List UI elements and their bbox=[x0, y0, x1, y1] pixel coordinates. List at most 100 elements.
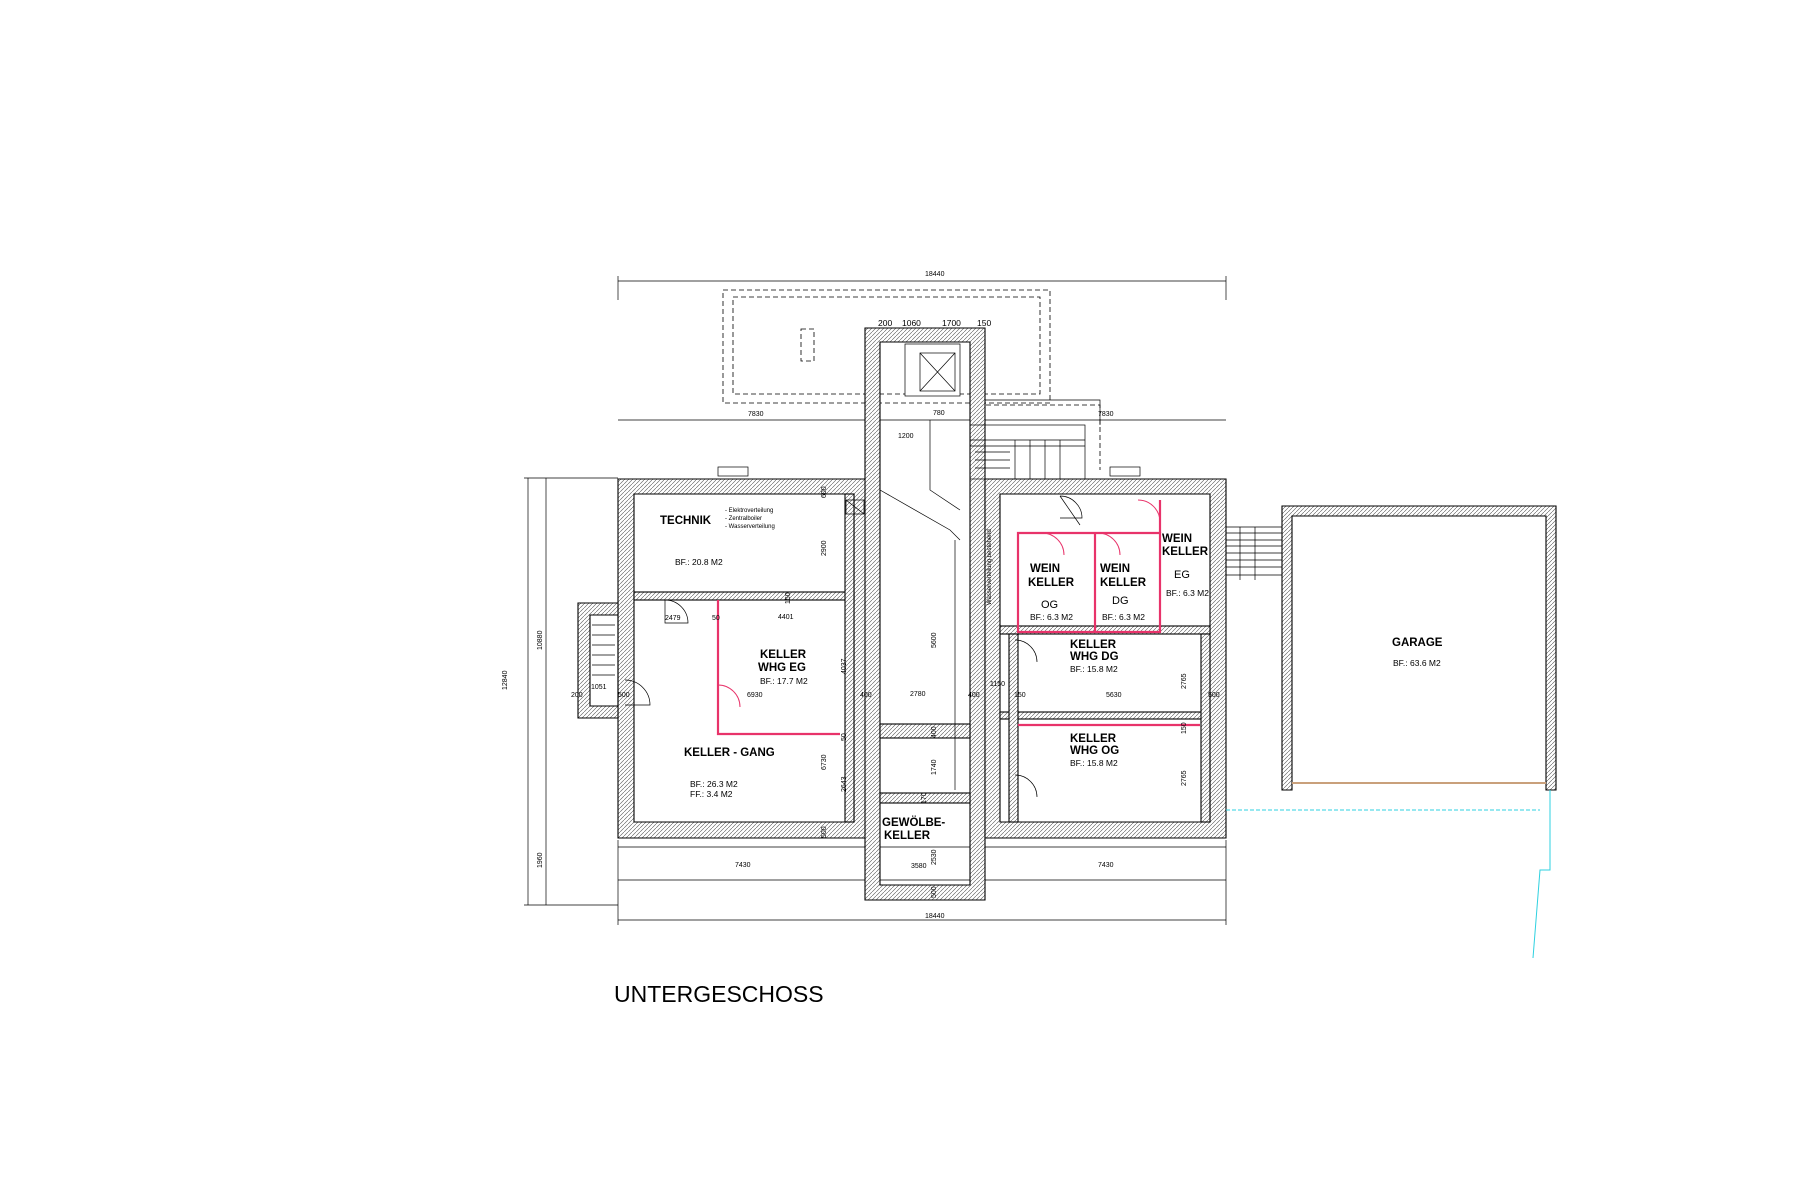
room-weinkeller-eg: WEIN KELLER EG BF.: 6.3 M2 bbox=[1162, 533, 1209, 598]
door-swings bbox=[664, 466, 1141, 798]
room-name: KELLER bbox=[1100, 577, 1147, 589]
dim-label: 500 bbox=[931, 886, 938, 898]
room-name: WHG OG bbox=[1070, 745, 1119, 757]
dimension-lines bbox=[524, 276, 1227, 925]
room-name: WEIN bbox=[1030, 563, 1060, 575]
dim-label: 1740 bbox=[931, 759, 938, 775]
room-name: WEIN bbox=[1162, 533, 1192, 545]
dim-label: 1960 bbox=[537, 852, 544, 868]
dim-label: 1150 bbox=[990, 681, 1005, 688]
dim-label: 4401 bbox=[778, 614, 794, 621]
room-weinkeller-og: WEIN KELLER OG BF.: 6.3 M2 bbox=[1028, 563, 1075, 622]
note-line: - Elektroverteilung bbox=[725, 508, 773, 514]
water-note: Wasserverteilung bestehend bbox=[987, 529, 993, 605]
plan-title: UNTERGESCHOSS bbox=[614, 981, 824, 1007]
room-level: OG bbox=[1041, 599, 1058, 611]
room-name: TECHNIK bbox=[660, 515, 712, 527]
room-area: BF.: 26.3 M2 bbox=[690, 779, 738, 789]
dim-label: 2643 bbox=[841, 776, 848, 792]
dim-label: 7430 bbox=[735, 862, 751, 869]
dim-label: 3580 bbox=[911, 863, 927, 870]
dim-label: 780 bbox=[933, 410, 945, 417]
dim-label: 6930 bbox=[747, 692, 763, 699]
dim-label: 150 bbox=[1014, 692, 1026, 699]
room-area: BF.: 6.3 M2 bbox=[1102, 612, 1145, 622]
room-level: DG bbox=[1112, 595, 1129, 607]
dim-label: 7830 bbox=[1098, 411, 1114, 418]
dim-label: 10880 bbox=[537, 630, 544, 650]
stairs-upper bbox=[969, 399, 1101, 480]
room-technik: TECHNIK - Elektroverteilung - Zentralboi… bbox=[660, 508, 775, 567]
room-area: BF.: 15.8 M2 bbox=[1070, 664, 1118, 674]
dim-label: 500 bbox=[821, 826, 828, 838]
dim-label: 2780 bbox=[910, 691, 926, 698]
dim-label: 150 bbox=[977, 318, 991, 328]
room-name: WHG EG bbox=[758, 662, 806, 674]
walls-right-block bbox=[984, 478, 1227, 839]
room-gewoelbekeller: GEWÖLBE- KELLER bbox=[882, 816, 945, 842]
room-area: BF.: 6.3 M2 bbox=[1030, 612, 1073, 622]
dim-label: 2479 bbox=[665, 615, 681, 622]
dim-label: 200 bbox=[571, 692, 583, 699]
dim-label: 1051 bbox=[591, 684, 607, 691]
room-name: KELLER bbox=[884, 830, 931, 842]
room-name: GEWÖLBE- bbox=[882, 816, 945, 829]
room-area: BF.: 63.6 M2 bbox=[1393, 658, 1441, 668]
dim-label: 200 bbox=[878, 318, 892, 328]
room-name: KELLER bbox=[1028, 577, 1075, 589]
room-area: FF.: 3.4 M2 bbox=[690, 789, 733, 799]
dim-label: 2530 bbox=[931, 849, 938, 865]
dim-label: 170 bbox=[921, 792, 928, 804]
dim-label: 500 bbox=[618, 692, 630, 699]
walls-central-corridor bbox=[864, 327, 986, 901]
dim-label: 600 bbox=[821, 486, 828, 498]
dim-label: 2765 bbox=[1181, 673, 1188, 689]
dim-label: 12840 bbox=[502, 670, 509, 690]
dim-label: 1060 bbox=[902, 318, 921, 328]
room-name: KELLER - GANG bbox=[684, 747, 775, 759]
dim-label: 7830 bbox=[748, 411, 764, 418]
walls-left-block bbox=[617, 478, 869, 839]
room-level: EG bbox=[1174, 569, 1190, 581]
room-name: KELLER bbox=[760, 649, 807, 661]
dim-label: 7430 bbox=[1098, 862, 1114, 869]
dim-label: 6730 bbox=[821, 754, 828, 770]
dim-total-top: 18440 bbox=[925, 271, 945, 278]
room-weinkeller-dg: WEIN KELLER DG BF.: 6.3 M2 bbox=[1100, 563, 1147, 622]
dim-label: 5630 bbox=[1106, 692, 1122, 699]
dim-label: 1200 bbox=[898, 433, 914, 440]
room-area: BF.: 15.8 M2 bbox=[1070, 758, 1118, 768]
note-line: - Zentralboiler bbox=[725, 516, 762, 522]
dim-total-bottom: 18440 bbox=[925, 913, 945, 920]
room-area: BF.: 6.3 M2 bbox=[1166, 588, 1209, 598]
stairs-left-exterior bbox=[577, 602, 651, 719]
room-name: WHG DG bbox=[1070, 651, 1119, 663]
room-area: BF.: 17.7 M2 bbox=[760, 676, 808, 686]
dim-label: 5600 bbox=[931, 632, 938, 648]
dim-label: 50 bbox=[841, 733, 848, 741]
dim-label: 150 bbox=[785, 592, 792, 604]
dim-label: 1700 bbox=[942, 318, 961, 328]
room-area: BF.: 20.8 M2 bbox=[675, 557, 723, 567]
room-keller-whg-dg: KELLER WHG DG BF.: 15.8 M2 bbox=[1070, 639, 1119, 674]
new-partitions bbox=[716, 499, 1200, 736]
dim-label: 4037 bbox=[841, 658, 848, 674]
garage bbox=[1226, 505, 1557, 959]
dim-label: 2765 bbox=[1181, 770, 1188, 786]
room-name: KELLER bbox=[1070, 639, 1117, 651]
dim-label: 150 bbox=[1181, 722, 1188, 734]
room-keller-whg-eg: KELLER WHG EG BF.: 17.7 M2 bbox=[758, 649, 808, 686]
dim-label: 2900 bbox=[821, 540, 828, 556]
room-name: GARAGE bbox=[1392, 637, 1443, 649]
room-keller-whg-og: KELLER WHG OG BF.: 15.8 M2 bbox=[1070, 733, 1119, 768]
room-name: WEIN bbox=[1100, 563, 1130, 575]
room-name: KELLER bbox=[1070, 733, 1117, 745]
note-line: - Wasserverteilung bbox=[725, 524, 775, 530]
room-garage: GARAGE BF.: 63.6 M2 bbox=[1392, 637, 1443, 668]
dim-label: 400 bbox=[860, 692, 872, 699]
dim-label: 50 bbox=[712, 615, 720, 622]
dimension-labels: 18440 18440 7830 7830 200 1060 1700 150 … bbox=[502, 271, 1220, 920]
room-name: KELLER bbox=[1162, 546, 1209, 558]
room-keller-gang: KELLER - GANG BF.: 26.3 M2 FF.: 3.4 M2 bbox=[684, 747, 775, 799]
